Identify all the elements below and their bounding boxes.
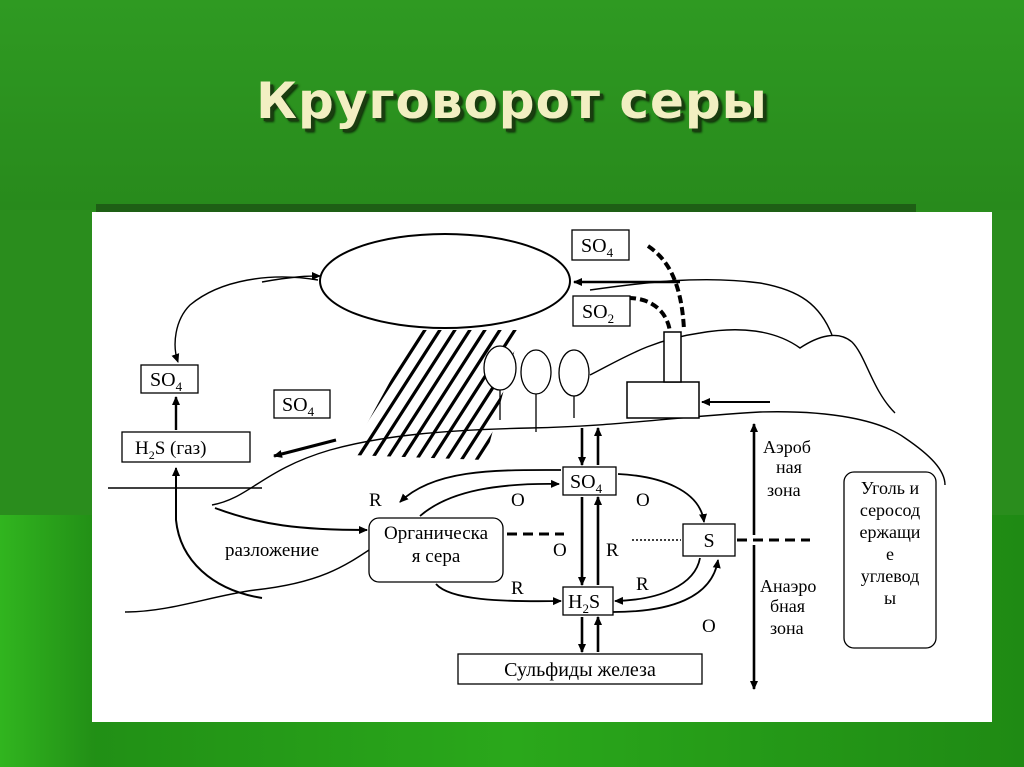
loop-h2s-to-s	[612, 559, 721, 613]
anaerobic-line1: Анаэро	[760, 576, 816, 596]
coal-box	[843, 471, 937, 649]
loop-top-inner	[419, 479, 560, 517]
r-label-1: R	[369, 490, 382, 511]
so4-top-subscript: 4	[607, 245, 614, 260]
coal-line6: ы	[884, 588, 896, 608]
organic-sulfur-line1: Органическа	[384, 523, 489, 544]
so4-center-label: SO	[570, 471, 596, 493]
arrow-up-to-h2s-gas	[172, 467, 263, 599]
cloud	[319, 233, 571, 329]
svg-text:SO4: SO4	[282, 394, 315, 419]
h2s-center-rest: S	[589, 591, 600, 613]
loop-s-to-h2s	[614, 557, 701, 605]
factory-building	[626, 381, 700, 419]
coal-line3: ержащи	[860, 522, 921, 542]
sulfur-cycle-diagram: SO4 SO2 SO4 H2S (газ) SO4 SO4 Органическ…	[108, 229, 946, 690]
so4-left-subscript: 4	[176, 379, 183, 394]
r-label-4: R	[636, 574, 649, 595]
rain-hatching	[350, 330, 520, 460]
coal-line4: е	[886, 544, 894, 564]
aerobic-line2: ная	[776, 457, 802, 477]
o-label-1: O	[511, 490, 525, 511]
organic-sulfur-line2: я сера	[412, 546, 461, 567]
coal-line1: Уголь и	[861, 478, 920, 498]
svg-text:SO2: SO2	[582, 301, 614, 326]
sky-line-right	[589, 278, 833, 336]
loop-organic-to-h2s	[435, 583, 562, 606]
h2s-gas-rest: S (газ)	[155, 438, 207, 459]
aerobic-line3: зона	[767, 480, 801, 500]
so4-middle-label: SO	[282, 394, 308, 416]
slide-title: Круговорот серы	[256, 72, 768, 130]
aerobic-line1: Аэроб	[763, 437, 811, 457]
svg-text:H2S (газ): H2S (газ)	[135, 438, 206, 462]
h2s-gas-box	[121, 431, 251, 463]
ground-line	[124, 547, 373, 613]
so4-box-center	[562, 466, 617, 496]
factory-chimney	[663, 331, 682, 383]
so4-box-top	[571, 229, 630, 261]
svg-text:SO4: SO4	[581, 235, 614, 260]
arrow-decomposition	[214, 507, 368, 534]
so4-box-middle	[273, 389, 331, 419]
o-label-4: O	[702, 616, 716, 637]
diagram-panel: SO4 SO2 SO4 H2S (газ) SO4 SO4 Органическ…	[92, 212, 992, 722]
iron-sulfides-box	[457, 653, 703, 685]
anaerobic-line2: бная	[770, 596, 805, 616]
so2-top-label: SO	[582, 301, 608, 323]
smoke-upper	[646, 244, 686, 331]
r-label-3: R	[511, 578, 524, 599]
so4-top-label: SO	[581, 235, 607, 257]
so4-center-subscript: 4	[596, 481, 603, 496]
h2s-gas-label: H	[135, 438, 149, 459]
so4-left-label: SO	[150, 369, 176, 391]
anaerobic-line3: зона	[770, 618, 804, 638]
landscape-line	[211, 411, 946, 506]
trees	[483, 345, 590, 432]
o-label-3: O	[553, 540, 567, 561]
o-label-2: O	[636, 490, 650, 511]
iron-sulfides-label: Сульфиды железа	[504, 659, 656, 681]
smoke-lower	[627, 296, 672, 333]
so4-middle-subscript: 4	[308, 404, 315, 419]
h2s-gas-subscript: 2	[149, 448, 155, 462]
slide-background-left	[0, 515, 95, 767]
coal-line2: серосод	[860, 500, 920, 520]
svg-text:SO4: SO4	[150, 369, 183, 394]
slide-background-top	[0, 0, 1024, 210]
coal-line5: углевод	[861, 566, 919, 586]
hill-right	[589, 329, 896, 414]
arrow-so4-to-left	[273, 438, 337, 458]
sky-line-left	[171, 276, 319, 363]
r-label-2: R	[606, 540, 619, 561]
svg-text:SO4: SO4	[570, 471, 603, 496]
panel-shadow	[96, 204, 916, 212]
h2s-center-label: H	[568, 591, 582, 613]
s-box	[682, 523, 736, 557]
h2s-center-subscript: 2	[582, 601, 589, 616]
h2s-to-so4-line	[261, 272, 321, 283]
h2s-box-center	[562, 586, 614, 616]
loop-top-outer	[399, 469, 562, 503]
svg-text:H2S: H2S	[568, 591, 600, 616]
so2-top-subscript: 2	[608, 311, 615, 326]
decomposition-label: разложение	[225, 540, 319, 561]
organic-sulfur-box	[368, 517, 504, 583]
s-label: S	[703, 530, 714, 552]
loop-so4-to-s	[617, 473, 707, 523]
so4-box-left	[140, 364, 199, 394]
so2-box-top	[572, 295, 631, 327]
